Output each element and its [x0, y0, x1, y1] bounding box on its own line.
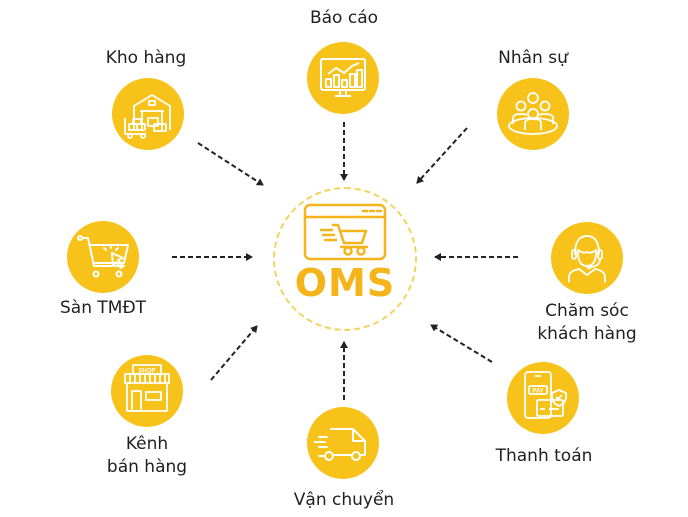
label-san-tmdt: Sàn TMĐT	[60, 298, 146, 318]
payment-phone-card-icon: PAY	[524, 371, 567, 419]
node-nhan-su	[497, 78, 569, 150]
node-van-chuyen	[307, 407, 379, 479]
arrow-kenh-ban-hang	[210, 325, 258, 381]
headset-support-icon	[568, 235, 606, 283]
arrow-thanh-toan	[430, 324, 493, 363]
shop-storefront-icon: SHOP	[124, 364, 170, 412]
delivery-truck-icon	[314, 428, 366, 461]
label-nhan-su: Nhân sự	[498, 48, 568, 68]
team-people-icon	[508, 92, 558, 135]
cart-click-icon	[77, 235, 129, 278]
node-san-tmdt	[67, 221, 139, 293]
label-van-chuyen: Vận chuyển	[293, 490, 395, 510]
oms-hub: OMS	[273, 187, 417, 331]
label-kenh-line2: bán hàng	[106, 457, 188, 477]
pay-text: PAY	[532, 389, 543, 395]
label-cham-soc-line1: Chăm sóc	[545, 301, 629, 321]
label-kho-hang: Kho hàng	[105, 48, 187, 68]
warehouse-icon	[124, 94, 171, 139]
shop-sign-text: SHOP	[138, 369, 155, 375]
arrow-kho-hang	[197, 142, 264, 186]
label-bao-cao: Báo cáo	[309, 8, 379, 28]
node-thanh-toan: PAY	[507, 362, 579, 434]
label-cham-soc-line2: khách hàng	[537, 324, 637, 344]
node-kenh-ban-hang: SHOP	[111, 355, 183, 427]
arrow-nhan-su	[416, 127, 468, 184]
report-chart-icon	[320, 58, 366, 97]
label-thanh-toan: Thanh toán	[495, 446, 593, 466]
node-bao-cao	[307, 42, 379, 114]
oms-title: OMS	[294, 261, 396, 305]
online-shop-cart-icon	[303, 203, 387, 261]
node-cham-soc	[551, 222, 623, 294]
label-kenh-line1: Kênh	[125, 434, 169, 454]
node-kho-hang	[112, 78, 184, 150]
